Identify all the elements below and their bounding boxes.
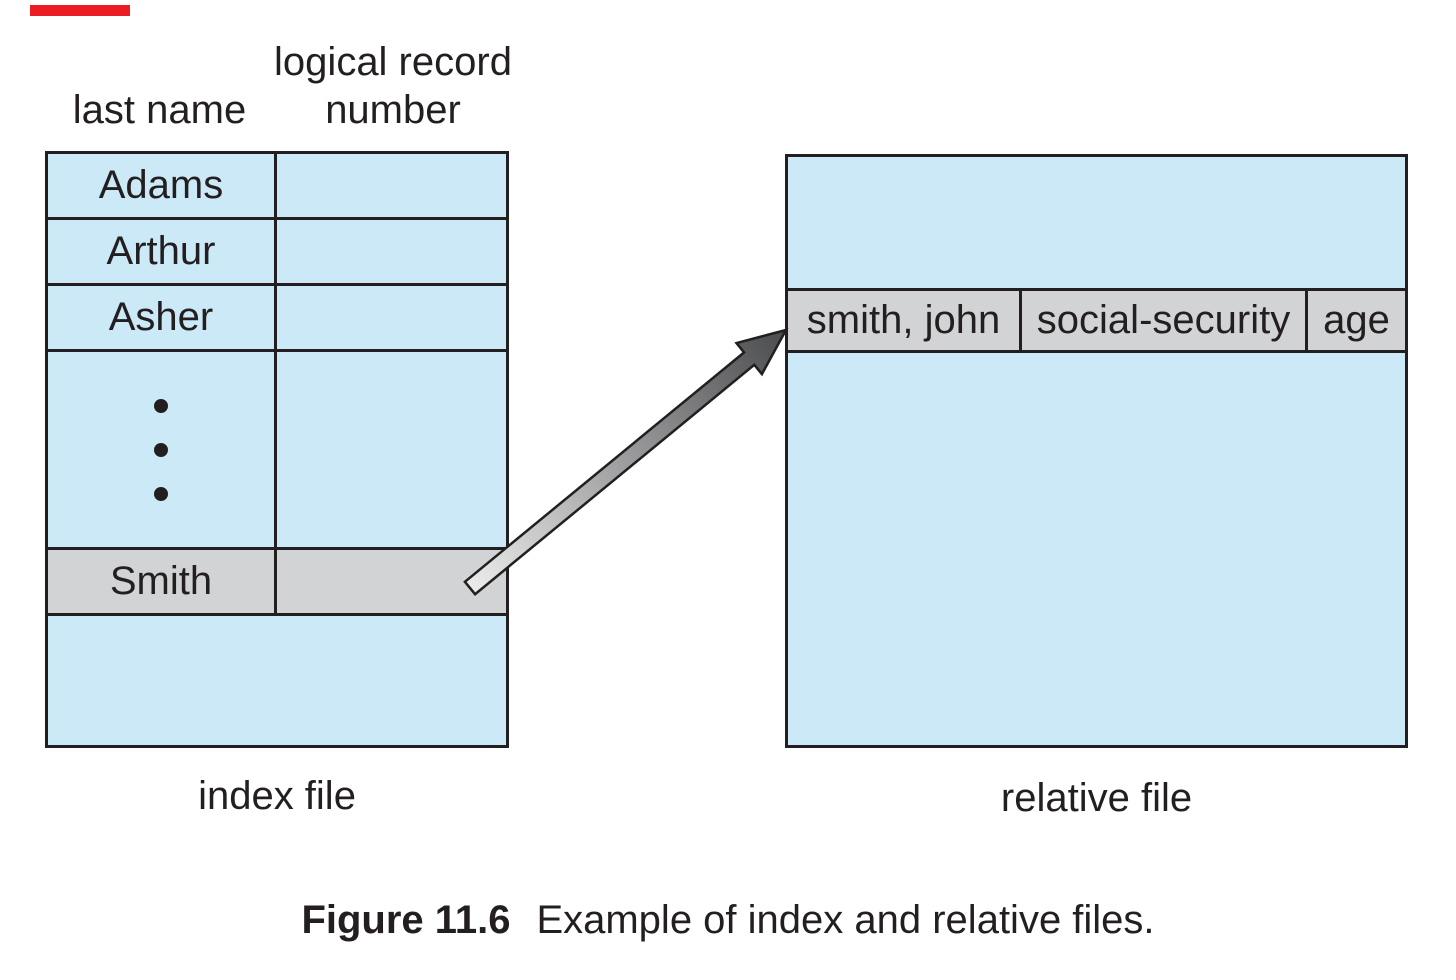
red-artifact-bar [30,5,130,16]
ellipsis-dot [154,442,168,457]
figure-caption: Figure 11.6 Example of index and relative… [0,898,1456,943]
ellipsis-dot [154,486,168,501]
table-row-highlighted: Smith [48,550,506,616]
table-row: Adams [48,154,506,220]
table-row: Asher [48,286,506,352]
index-file-label: index file [198,774,356,818]
vertical-ellipsis [48,352,277,547]
relative-file-label: relative file [1000,776,1193,820]
arrow-shape [463,328,789,596]
record-cell-age: age [1323,298,1390,342]
column-header-logical-record-number: logical record number [274,40,512,132]
record-row: smith, john social-security age [788,288,1405,353]
ellipsis-dot [154,398,168,413]
record-number-cell [277,352,506,547]
index-file-table: Adams Arthur Asher Smith [45,151,509,748]
table-row: Arthur [48,220,506,286]
last-name-cell-smith: Smith [48,550,277,613]
record-number-cell [277,286,506,349]
column-header-last-name: last name [72,88,247,132]
empty-cell [48,616,506,745]
table-row-ellipsis [48,352,506,550]
last-name-cell: Asher [48,286,277,349]
caption-text: Example of index and relative files. [536,898,1155,942]
record-number-cell [277,220,506,283]
last-name-cell: Adams [48,154,277,217]
table-empty-area [48,616,506,745]
relative-file-box: smith, john social-security age [785,154,1408,748]
last-name-cell: Arthur [48,220,277,283]
record-number-cell-smith [277,550,506,613]
record-cell-social-security: social-security [1022,291,1308,350]
record-cell-name: smith, john [788,291,1022,350]
figure-number: Figure 11.6 [301,898,511,942]
record-number-cell [277,154,506,217]
